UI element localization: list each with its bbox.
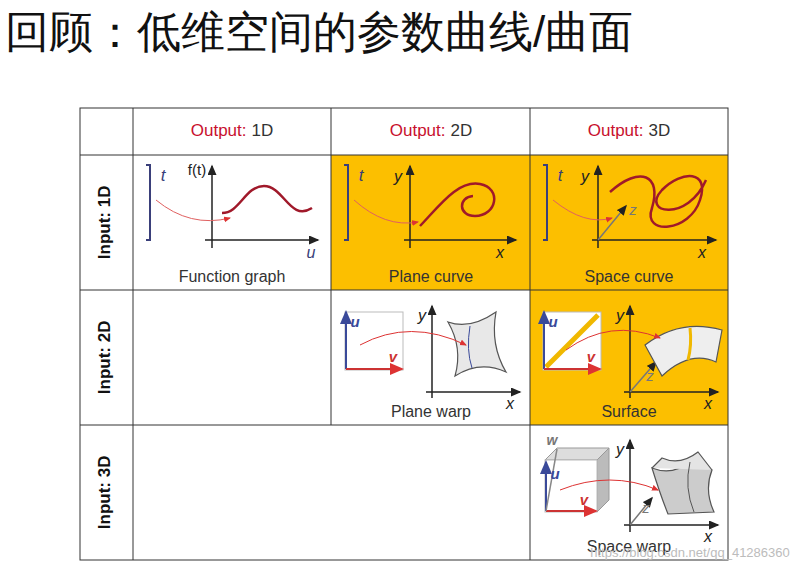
- axis-label: t: [161, 167, 166, 186]
- axis-label: y: [616, 441, 624, 459]
- axis-label: v: [587, 349, 595, 366]
- row-header: Input: 2D: [97, 320, 116, 394]
- axis-label: x: [496, 244, 504, 262]
- cell-caption: Space curve: [585, 268, 674, 286]
- axis-label: z: [629, 202, 637, 219]
- column-header: Output: 1D: [191, 122, 274, 141]
- axis-label: u: [350, 314, 359, 331]
- header-key: Output:: [191, 121, 247, 140]
- row-header: Input: 3D: [97, 455, 116, 529]
- axis-label: z: [642, 500, 650, 517]
- axis-label: x: [506, 395, 514, 413]
- header-value: 1D: [252, 121, 274, 140]
- header-value: 2D: [451, 121, 473, 140]
- axis-label: y: [418, 307, 426, 325]
- header-key: Output:: [588, 121, 644, 140]
- column-header: Output: 3D: [588, 122, 671, 141]
- axis-label: x: [704, 395, 712, 413]
- cell-caption: Function graph: [179, 268, 286, 286]
- slide-title: 回顾：低维空间的参数曲线/曲面: [5, 8, 633, 56]
- axis-label: x: [704, 528, 712, 546]
- axis-label: v: [580, 492, 588, 509]
- axis-label: y: [616, 307, 624, 325]
- axis-label: t: [359, 167, 364, 186]
- axis-label: v: [389, 349, 397, 366]
- cell-caption: Plane warp: [391, 403, 471, 421]
- axis-label: u: [548, 314, 557, 331]
- axis-label: y: [581, 168, 589, 186]
- header-key: Output:: [390, 121, 446, 140]
- axis-label: y: [394, 168, 402, 186]
- axis-label: t: [558, 167, 563, 186]
- axis-label: z: [646, 368, 654, 385]
- axis-label: x: [698, 244, 706, 262]
- axis-label: w: [547, 433, 558, 448]
- row-header: Input: 1D: [97, 185, 116, 259]
- axis-label: u: [550, 466, 559, 483]
- cell-caption: Plane curve: [389, 268, 474, 286]
- cell-caption: Surface: [601, 403, 656, 421]
- column-header: Output: 2D: [390, 122, 473, 141]
- header-value: 3D: [649, 121, 671, 140]
- axis-label: f(t): [188, 162, 206, 179]
- axis-label: u: [307, 244, 316, 262]
- watermark: https://blog.csdn.net/qq_41286360: [590, 546, 790, 560]
